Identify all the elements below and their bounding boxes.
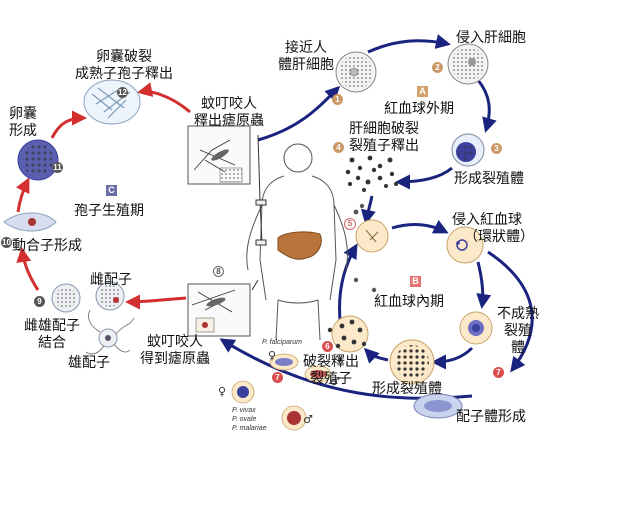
label-mosquito-bite-get: 蚊叮咬人得到瘧原蟲 <box>140 334 210 367</box>
female-symbol-top: ♀ <box>268 349 277 362</box>
step-badge-7b: 7 <box>272 372 283 383</box>
label-form-schizont-bottom: 形成裂殖體 <box>372 381 442 397</box>
female-symbol-bottom: ♀ <box>218 385 227 398</box>
label-rupture-release: 破裂釋出裂殖子 <box>303 354 359 387</box>
liver-schizont <box>451 133 485 167</box>
gametocyte-panel <box>231 353 332 431</box>
arrow-zygote-to-ookinete <box>16 247 40 291</box>
stage-letter-b: B <box>410 276 421 287</box>
rbc-mature-schizont <box>389 339 435 385</box>
step-badge-9: 9 <box>34 296 45 307</box>
liver-shape <box>277 231 322 260</box>
label-form-schizont-top: 形成裂殖體 <box>454 171 524 187</box>
arrow-to-oocyst-rupture <box>137 82 191 114</box>
step-badge-1: 1 <box>332 94 343 105</box>
step-badge-4: 4 <box>333 142 344 153</box>
arrow-to-liver-schizont <box>476 79 497 133</box>
step-badge-5: 5 <box>344 218 356 230</box>
arrow-erythro-loop-up <box>338 243 358 321</box>
label-liver-rupture: 肝細胞破裂裂殖子釋出 <box>349 121 419 154</box>
male-symbol-top: ♂ <box>330 375 340 388</box>
arrow-to-schizont-bottom <box>431 346 474 370</box>
male-symbol-bottom: ♂ <box>303 413 313 426</box>
label-invade-liver: 侵入肝細胞 <box>456 30 526 46</box>
label-approach-liver: 接近人體肝細胞 <box>278 40 334 73</box>
zygote-cell <box>51 283 81 313</box>
free-merozoites <box>337 277 377 363</box>
oocyst-cell <box>17 139 59 181</box>
step-badge-10: 10 <box>1 237 12 248</box>
mosquito-box-top <box>187 125 251 185</box>
arrow-to-gametocyte <box>487 250 534 373</box>
rbc-merozoite-entry <box>353 203 389 253</box>
step-badge-7a: 7 <box>493 367 504 378</box>
rbc-rupture <box>327 315 369 353</box>
label-female-gamete: 雌配子 <box>90 272 132 288</box>
step-badge-8: 8 <box>213 266 224 277</box>
label-mosquito-bite-release: 蚊叮咬人釋出瘧原蟲 <box>194 96 264 129</box>
arrow-to-ring <box>391 219 449 234</box>
label-male-gamete: 雄配子 <box>68 355 110 371</box>
arrow-to-immature <box>476 261 492 309</box>
rbc-ring-stage <box>446 226 484 264</box>
human-figure <box>246 143 348 341</box>
male-gamete-cell <box>85 309 135 355</box>
liver-cell-approach <box>335 51 377 93</box>
label-invade-rbc: 侵入紅血球（環狀體） <box>452 212 534 245</box>
arrow-to-rupture <box>363 347 389 364</box>
step-badge-3: 3 <box>491 143 502 154</box>
arrow-ookinete-to-oocyst <box>15 177 30 213</box>
arrow-to-liver-rupture <box>395 166 453 190</box>
step-badge-6: 6 <box>322 341 333 352</box>
arrow-to-invade-liver <box>367 34 451 54</box>
label-oocyst-rupture: 卵囊破裂成熟子孢子釋出 <box>75 49 173 82</box>
ookinete-cell <box>3 212 57 232</box>
rbc-immature-schizont <box>459 311 493 345</box>
arrow-mosquito-to-gametes <box>125 294 187 310</box>
label-immature-schizont: 不成熟裂殖體 <box>497 306 539 356</box>
label-exo-stage: 紅血球外期 <box>384 101 454 117</box>
liver-rupture-merozoites <box>345 155 398 192</box>
arrow-merozoites-down <box>360 195 376 225</box>
label-erythro-stage: 紅血球內期 <box>374 294 444 310</box>
mosquito-cycle-arrows <box>15 82 191 310</box>
label-ookinete: 動合子形成 <box>12 238 82 254</box>
stage-letter-c: C <box>106 185 117 196</box>
label-gametocyte: 配子體形成 <box>456 409 526 425</box>
gametocyte-cell <box>413 393 463 419</box>
label-fuse: 雌雄配子結合 <box>24 318 80 351</box>
oocyst-rupture-cell <box>83 79 141 125</box>
arrow-oocyst-to-rupture <box>50 110 87 139</box>
needle-lines <box>251 134 267 291</box>
female-gamete-cell <box>95 281 125 311</box>
liver-cell-invaded <box>447 43 489 85</box>
mosquito-box-bottom <box>187 283 251 337</box>
stage-letter-a: A <box>417 86 428 97</box>
step-badge-12: 12 <box>117 87 128 98</box>
step-badge-11: 11 <box>52 162 63 173</box>
label-sporogonic: 孢子生殖期 <box>74 203 144 219</box>
label-species-falciparum: P. falciparum <box>262 339 302 346</box>
step-badge-2: 2 <box>432 62 443 73</box>
label-species-list: P. vivax P. ovale P. malariae <box>232 407 267 432</box>
arrow-bite-to-liver <box>257 85 341 142</box>
label-oocyst-form: 卵囊形成 <box>9 106 37 139</box>
